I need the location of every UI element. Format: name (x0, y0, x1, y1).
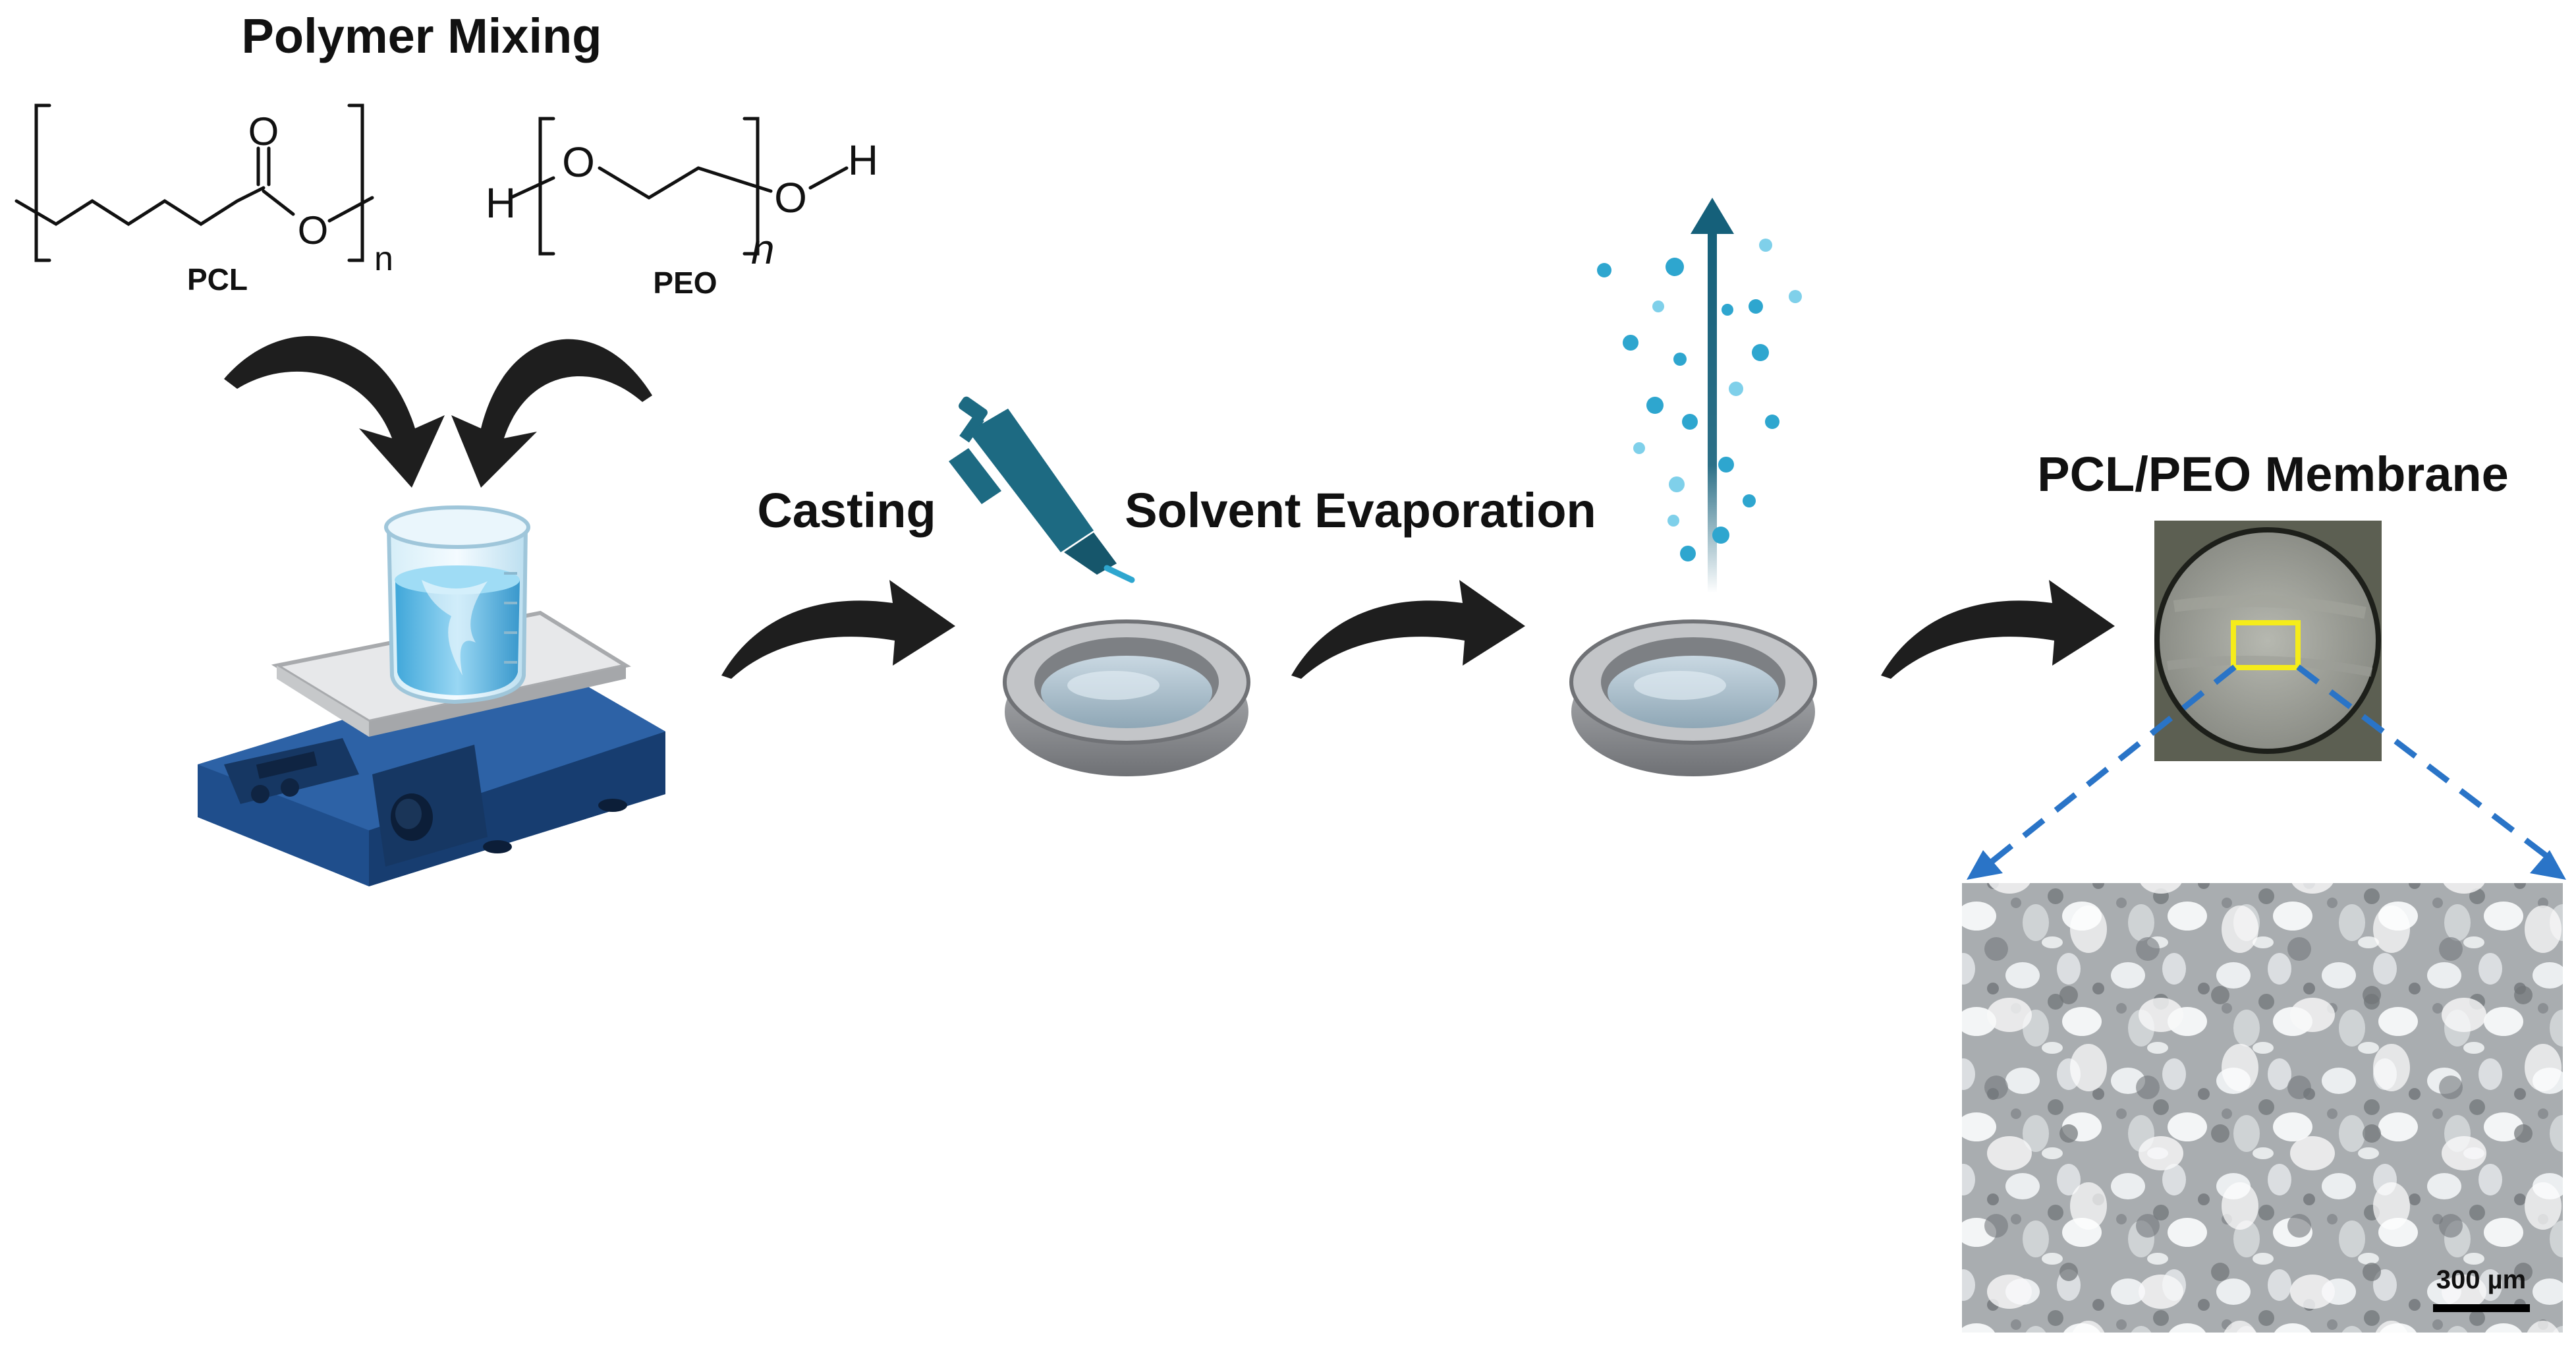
pcl-label: PCL (187, 262, 248, 297)
zoom-arrowhead-left (1967, 850, 2003, 880)
pcl-repeat-n: n (374, 240, 393, 278)
process-arrow-2 (1291, 580, 1525, 679)
mixing-arrows (224, 335, 652, 488)
solvent-droplets (1597, 239, 1802, 561)
peo-label: PEO (653, 266, 717, 300)
process-arrow-1 (721, 580, 955, 679)
pcl-left-bracket (34, 103, 51, 262)
curved-arrow-right (451, 339, 652, 488)
pcl-ester-oxygen: O (298, 208, 329, 252)
step-label-solvent-evaporation: Solvent Evaporation (1125, 483, 1596, 538)
curved-arrow-left (224, 335, 445, 488)
zoom-lines (1988, 664, 2558, 866)
zoom-arrowhead-right (2530, 850, 2566, 880)
peo-chain-oxygen: O (562, 138, 595, 186)
peo-h-left: H (486, 179, 516, 227)
micrograph (1962, 883, 2563, 1333)
petri-dish-casting (1003, 619, 1250, 776)
peo-repeat-n: n (751, 225, 775, 273)
pcl-chain (14, 186, 266, 226)
pcl-carbonyl-oxygen: O (248, 109, 279, 154)
vapor-arrow (1691, 198, 1734, 593)
scale-bar-label: 300 µm (2436, 1265, 2526, 1294)
zoom-region-box (2231, 620, 2301, 670)
step-label-casting: Casting (757, 483, 936, 538)
peo-h-right: H (848, 136, 878, 184)
petri-dish-evaporation (1569, 619, 1817, 776)
vortex (422, 580, 488, 675)
peo-left-bracket (538, 117, 555, 256)
pipette (949, 396, 1135, 583)
pcl-structure (14, 103, 374, 262)
peo-end-oxygen: O (774, 174, 807, 221)
peo-structure (509, 117, 849, 256)
beaker (384, 505, 530, 704)
step-title-polymer-mixing: Polymer Mixing (242, 9, 602, 63)
pcl-right-bracket (347, 103, 364, 262)
process-arrow-3 (1881, 580, 2115, 679)
step-label-membrane: PCL/PEO Membrane (2037, 447, 2509, 502)
membrane-photo (2154, 521, 2382, 761)
